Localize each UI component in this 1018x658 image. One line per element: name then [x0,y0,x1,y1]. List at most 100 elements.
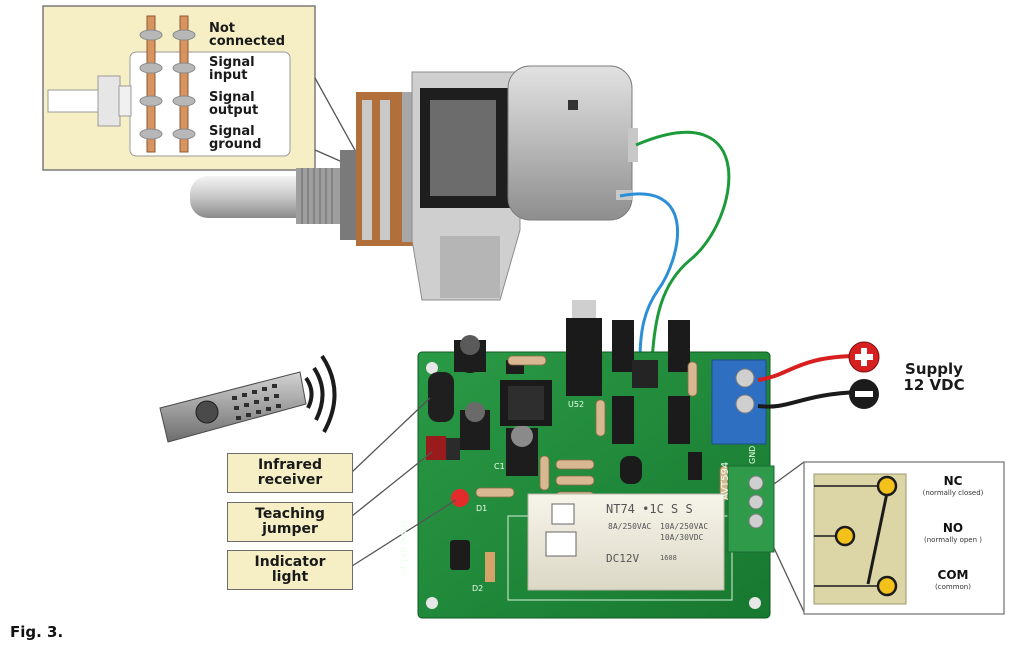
relay-print-coil: DC12V [606,552,640,565]
pot-nut [340,150,358,240]
relay-terminal-screw-1 [748,475,764,491]
motorized-potentiometer [190,65,638,301]
callout-indicator-light: Indicator light [227,550,353,590]
driver-q4 [668,396,690,444]
power-terminal-screw-2 [735,394,755,414]
callout-teaching-jumper: Teaching jumper [227,502,353,542]
driver-q3 [612,396,634,444]
relay-terminal-screw-2 [748,494,764,510]
supply-label: Supply 12 VDC [903,360,965,394]
pot-inset-leader-1 [314,77,357,153]
relay-desc-nc: (normally closed) [922,489,984,497]
relay-label-no: NO [942,521,964,535]
remote-buttons [232,384,281,420]
remote-dpad [195,400,219,424]
pcb-code: AVT594 [720,461,731,500]
contact-nc [876,475,898,497]
supply-wire-black [757,390,861,409]
relay-print-rating-b: 10A/250VAC [660,522,709,531]
motor-wire-blue [619,192,680,361]
pot-inset-shaft [47,89,101,113]
relay-inset-leader-1 [773,461,805,485]
pot-terminals-b [380,100,390,240]
pot-inset-pins [139,29,196,140]
motor-header [632,360,658,388]
pcb-d2: D2 [472,584,484,593]
pot-inset-collar [118,85,132,117]
pot-inset [42,5,357,171]
pcb-hole-bl [426,597,438,609]
ic-socket [508,386,544,420]
relay-label-com: COM [937,568,969,582]
relay-print-rating-c: 10A/30VDC [660,533,704,542]
transistor-mid [620,456,642,484]
pcb-c1: C1 [494,462,505,471]
contact-com [876,575,898,597]
pot-label-signal-ground: Signal ground [209,124,262,152]
relay-desc-no: (normally open ) [924,536,982,544]
cap-top-lid [460,335,480,355]
pcb-u52: U52 [568,400,585,409]
relay-logo-1 [551,503,575,525]
led-transistor [450,540,470,570]
supply-wire-red [757,354,861,382]
cap-mid-lid [465,402,485,422]
callout-infrared-receiver: Infrared receiver [227,453,353,493]
relay-desc-com: (common) [935,583,971,591]
motor-hole [568,100,578,110]
transistor-right [688,452,702,480]
leader-infrared [351,397,431,473]
pcb-d1: D1 [476,504,488,513]
pot-frame-gear [430,100,496,196]
ir-wave-2 [312,366,325,421]
driver-q1 [612,320,634,372]
figure-caption: Fig. 3. [10,623,64,641]
contact-no [834,525,856,547]
pot-shaft [190,176,320,218]
relay-print-date: 1608 [660,554,677,562]
leader-indicator [351,499,457,567]
plus-vertical [861,348,867,366]
relay-print-rating-a: 8A/250VAC [608,522,652,531]
relay-inset [773,461,1005,615]
pot-inset-pin-strip-1 [146,15,156,153]
relay-inset-leader-2 [773,547,805,613]
pot-label-not-connected: Not connected [209,21,286,49]
relay-print-model: NT74 •1C S S [606,502,693,516]
pot-terminals-a [362,100,372,240]
pcb-hole-tl [426,362,438,374]
ir-receiver [428,372,454,422]
regulator-u52 [566,318,602,396]
relay-terminal-screw-3 [748,513,764,529]
teaching-jumper-block [426,436,446,460]
relay-armature [866,487,890,585]
pot-frame-lower [440,236,500,298]
motor-can [507,65,633,221]
indicator-led [451,489,469,507]
power-terminal-screw-1 [735,368,755,388]
relay-label-nc: NC [943,474,963,488]
pot-inset-pin-strip-2 [179,15,189,153]
remote-body [159,371,307,443]
pot-thread-lines [301,168,333,224]
driver-q2 [668,320,690,372]
pcb [417,300,775,619]
pcb-url: www.avt.pl [398,520,409,576]
pcb-gnd: GND [748,445,757,464]
diode-d2 [485,552,495,582]
ir-wave-1 [304,376,314,409]
teaching-jumper-pins [446,438,460,460]
pot-thread [296,168,342,224]
minus-bar [855,391,873,397]
ir-wave-3 [320,354,337,433]
pcb-hole-br [749,597,761,609]
relay-logo-2 [545,531,577,557]
leader-jumper [351,451,433,517]
remote-control [159,354,337,443]
pot-label-signal-output: Signal output [209,90,259,118]
pot-label-signal-input: Signal input [209,55,255,83]
cap-c1-lid [511,425,533,447]
pot-inset-bushing [97,75,121,127]
